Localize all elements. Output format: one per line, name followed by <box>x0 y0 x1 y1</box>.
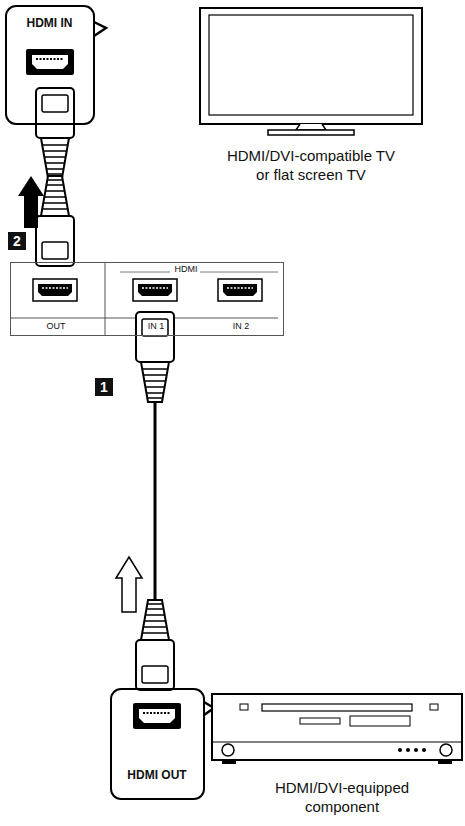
callout-tail <box>94 22 106 36</box>
port-label: IN 2 <box>201 321 281 332</box>
connector-callout: HDMI OUT <box>110 688 205 800</box>
in2-port <box>218 279 262 301</box>
hdmi-plug <box>136 600 174 690</box>
hdmi-plug <box>36 176 74 266</box>
tv-node: HDMI/DVI-compatible TV or flat screen TV <box>195 5 435 190</box>
out-port <box>33 279 77 301</box>
component-node: HDMI/DVI-equipped component <box>205 690 463 824</box>
connector-callout: HDMI IN <box>5 5 95 125</box>
node-label: HDMI IN <box>7 16 92 31</box>
tv-illustration <box>200 8 422 135</box>
signal-arrow <box>116 557 142 612</box>
node-label: HDMI/DVI-equipped component <box>267 778 417 816</box>
signal-arrow <box>18 176 44 228</box>
player-illustration <box>212 694 462 764</box>
node-label: HDMI/DVI-compatible TV or flat screen TV <box>223 146 399 184</box>
node-label: HDMI OUT <box>112 768 202 783</box>
node-label: HDMI <box>146 264 226 275</box>
hdmi-plug <box>36 88 74 178</box>
port-label: IN 1 <box>116 321 196 332</box>
hdmi-panel: HDMI OUT IN 1 IN 2 <box>10 262 284 336</box>
in1-port <box>133 279 177 301</box>
port-label: OUT <box>16 321 96 332</box>
hdmi-in-port <box>26 49 74 75</box>
callout-number: 2 <box>8 232 26 250</box>
callout-number: 1 <box>95 378 113 396</box>
hdmi-out-port <box>133 703 181 729</box>
